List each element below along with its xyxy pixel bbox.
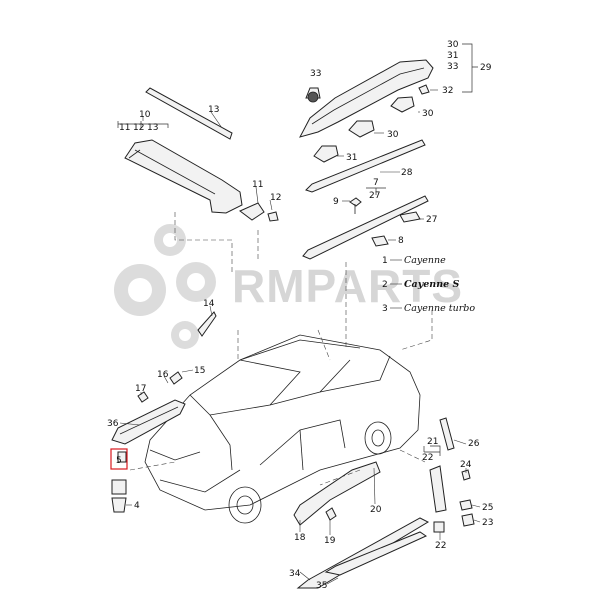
callout-3: 3	[382, 304, 388, 314]
badge-cayenne-turbo: Cayenne turbo	[404, 303, 475, 314]
callout-12-top: 12	[133, 123, 144, 133]
callout-numbers: 10 11 12 13 13 11 12 30 31 33 29 33 32 3…	[107, 40, 493, 591]
callout-27-group: 27	[369, 191, 380, 201]
callout-12: 12	[270, 193, 281, 203]
callout-36: 36	[107, 419, 119, 429]
callout-24: 24	[460, 460, 472, 470]
watermark-gear-logo	[114, 224, 216, 349]
callout-35: 35	[316, 581, 327, 591]
callout-22-top: 22	[422, 453, 433, 463]
callout-17: 17	[135, 384, 146, 394]
callout-25: 25	[482, 503, 493, 513]
callout-4: 4	[134, 501, 140, 511]
callout-29: 29	[480, 63, 492, 73]
callout-10: 10	[139, 110, 151, 120]
callout-9: 9	[333, 197, 339, 207]
model-badges: Cayenne Cayenne S Cayenne turbo	[390, 255, 475, 314]
callout-26: 26	[468, 439, 480, 449]
callout-30-a: 30	[422, 109, 434, 119]
callout-15: 15	[194, 366, 205, 376]
callout-13: 13	[208, 105, 219, 115]
assembly-dashes	[129, 212, 433, 486]
callout-2: 2	[382, 280, 388, 290]
callout-30-b: 30	[387, 130, 399, 140]
vehicle-outline	[144, 334, 421, 524]
callout-22: 22	[435, 541, 446, 551]
callout-1: 1	[382, 256, 388, 266]
callout-16: 16	[157, 370, 169, 380]
callout-13-top: 13	[147, 123, 158, 133]
callout-11-top: 11	[119, 123, 130, 133]
badge-cayenne: Cayenne	[404, 255, 446, 266]
side-moldings	[111, 311, 475, 589]
callout-19: 19	[324, 536, 336, 546]
callout-34: 34	[289, 569, 301, 579]
callout-8: 8	[398, 236, 404, 246]
callout-5: 5	[116, 456, 122, 466]
callout-30-top: 30	[447, 40, 459, 50]
callout-11: 11	[252, 180, 263, 190]
callout-20: 20	[370, 505, 382, 515]
callout-33: 33	[310, 69, 321, 79]
callout-32: 32	[442, 86, 453, 96]
callout-33-top: 33	[447, 62, 458, 72]
callout-28: 28	[401, 168, 413, 178]
highlight-part-5	[110, 448, 128, 470]
callout-14: 14	[203, 299, 215, 309]
callout-23: 23	[482, 518, 493, 528]
callout-7: 7	[373, 178, 379, 188]
leader-lines	[117, 43, 481, 585]
callout-31: 31	[346, 153, 357, 163]
callout-18: 18	[294, 533, 306, 543]
badge-cayenne-s: Cayenne S	[404, 279, 459, 290]
callout-21: 21	[427, 437, 438, 447]
roof-rail-front-assembly	[124, 87, 279, 222]
callout-31-top: 31	[447, 51, 458, 61]
roof-rail-rear-assembly	[299, 59, 434, 163]
callout-27: 27	[426, 215, 437, 225]
watermark-text: RMPARTS	[232, 260, 463, 312]
